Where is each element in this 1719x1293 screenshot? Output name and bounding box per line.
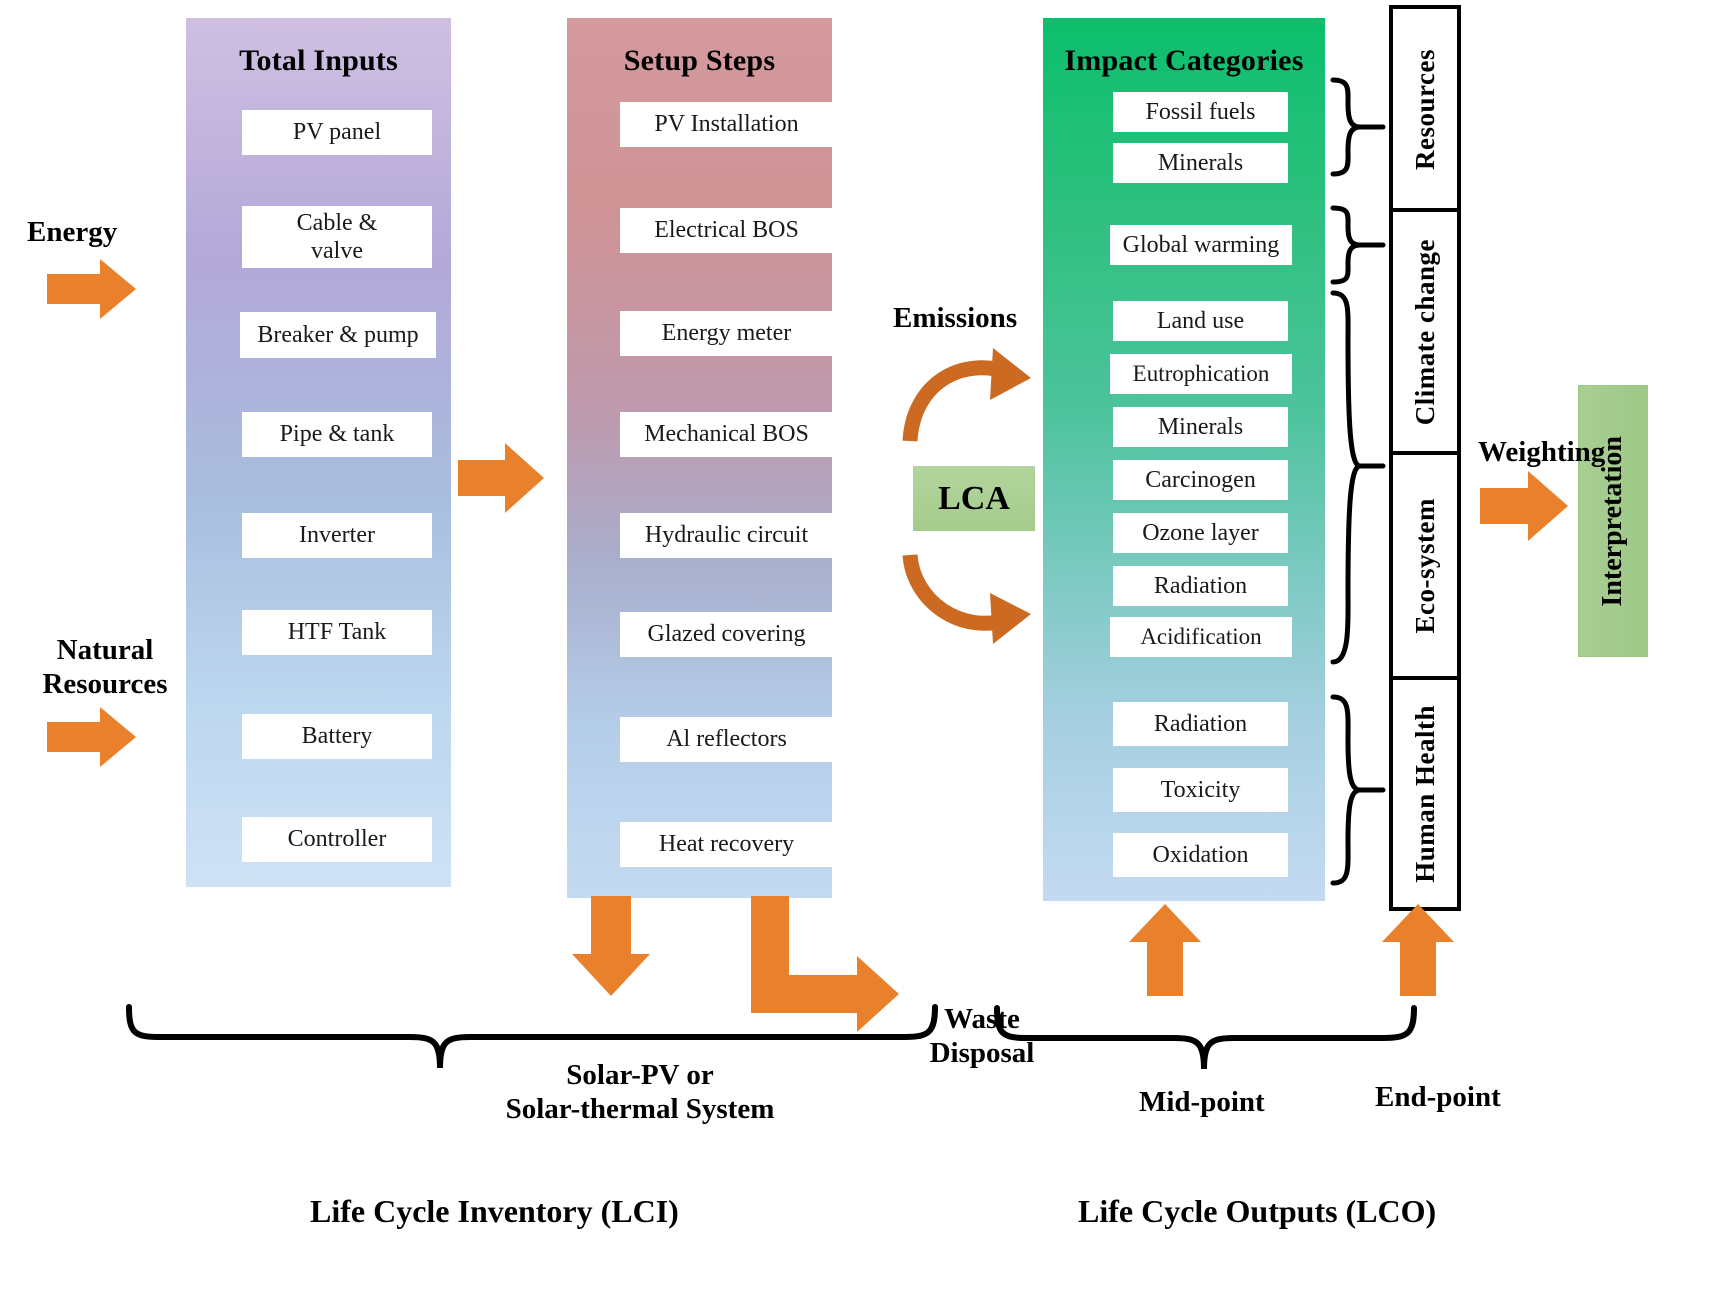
brace-resources: [1330, 77, 1386, 177]
system-output-arrow-icon: [572, 896, 650, 996]
setup-item[interactable]: Glazed covering: [620, 612, 833, 657]
endpoint-box-label: Resources: [1409, 48, 1440, 170]
setup-item[interactable]: Energy meter: [620, 311, 833, 356]
input-item[interactable]: Cable & valve: [242, 206, 432, 268]
setup-item[interactable]: Hydraulic circuit: [620, 513, 833, 558]
lca-box[interactable]: LCA: [913, 466, 1035, 531]
impact-categories-title: Impact Categories: [1064, 44, 1304, 77]
interpretation-box[interactable]: Interpretation: [1578, 385, 1648, 657]
setup-item[interactable]: Electrical BOS: [620, 208, 833, 253]
input-item[interactable]: PV panel: [242, 110, 432, 155]
energy-arrow-icon: [47, 259, 136, 319]
system-output-label: Solar-PV or Solar-thermal System: [505, 1059, 775, 1126]
emissions-arrow-top-icon: [902, 348, 1031, 442]
setup-item[interactable]: PV Installation: [620, 102, 833, 147]
impact-item[interactable]: Acidification: [1110, 617, 1292, 657]
impact-item[interactable]: Land use: [1113, 301, 1288, 341]
end-point-label: End-point: [1375, 1081, 1501, 1113]
impact-item[interactable]: Ozone layer: [1113, 513, 1288, 553]
impact-item[interactable]: Radiation: [1113, 702, 1288, 746]
mid-point-arrow-icon: [1129, 904, 1201, 996]
end-point-arrow-icon: [1382, 904, 1454, 996]
impact-item[interactable]: Minerals: [1113, 407, 1288, 447]
impact-item[interactable]: Global warming: [1110, 225, 1292, 265]
natural-resources-label: Natural Resources: [42, 634, 168, 701]
setup-item[interactable]: Mechanical BOS: [620, 412, 833, 457]
endpoint-box-eco-system[interactable]: Eco-system: [1389, 451, 1461, 681]
waste-disposal-label: Waste Disposal: [929, 1003, 1035, 1070]
endpoint-box-climate-change[interactable]: Climate change: [1389, 208, 1461, 456]
impact-item[interactable]: Radiation: [1113, 566, 1288, 606]
impact-item[interactable]: Eutrophication: [1110, 354, 1292, 394]
inputs-to-setup-arrow-icon: [458, 443, 544, 513]
emissions-label: Emissions: [893, 302, 1018, 334]
weighting-arrow-icon: [1480, 471, 1568, 541]
brace-human-health: [1330, 694, 1386, 886]
input-item[interactable]: Controller: [242, 817, 432, 862]
endpoint-box-label: Climate change: [1409, 238, 1440, 426]
natural-resources-arrow-icon: [47, 707, 136, 767]
impact-item[interactable]: Carcinogen: [1113, 460, 1288, 500]
brace-climate-change: [1330, 205, 1386, 285]
setup-steps-column: Setup Steps: [567, 18, 832, 898]
weighting-label: Weighting: [1478, 436, 1606, 468]
input-item[interactable]: Inverter: [242, 513, 432, 558]
impact-item[interactable]: Oxidation: [1113, 833, 1288, 877]
impact-item[interactable]: Toxicity: [1113, 768, 1288, 812]
input-item[interactable]: Battery: [242, 714, 432, 759]
endpoint-box-label: Human Health: [1409, 704, 1440, 883]
lco-label: Life Cycle Outputs (LCO): [1078, 1193, 1437, 1229]
lci-label: Life Cycle Inventory (LCI): [310, 1193, 679, 1229]
brace-eco-system: [1330, 290, 1386, 665]
waste-disposal-arrow-icon: [751, 896, 899, 1032]
impact-item[interactable]: Minerals: [1113, 143, 1288, 183]
endpoint-box-resources[interactable]: Resources: [1389, 5, 1461, 213]
input-item[interactable]: HTF Tank: [242, 610, 432, 655]
setup-item[interactable]: Al reflectors: [620, 717, 833, 762]
energy-label: Energy: [27, 216, 118, 248]
endpoint-box-human-health[interactable]: Human Health: [1389, 676, 1461, 911]
endpoint-box-label: Eco-system: [1409, 498, 1440, 634]
input-item[interactable]: Pipe & tank: [242, 412, 432, 457]
input-item[interactable]: Breaker & pump: [240, 312, 436, 358]
setup-item[interactable]: Heat recovery: [620, 822, 833, 867]
setup-steps-title: Setup Steps: [623, 44, 776, 77]
total-inputs-title: Total Inputs: [239, 44, 398, 77]
impact-item[interactable]: Fossil fuels: [1113, 92, 1288, 132]
mid-point-label: Mid-point: [1139, 1086, 1265, 1118]
emissions-arrow-bottom-icon: [902, 554, 1031, 644]
